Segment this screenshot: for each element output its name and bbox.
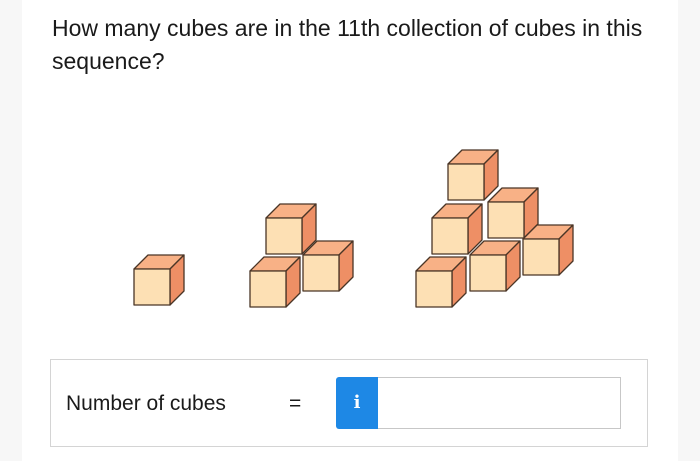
cube bbox=[431, 203, 483, 255]
cube bbox=[447, 149, 499, 201]
collection-3 bbox=[415, 149, 574, 308]
answer-box: Number of cubes = i bbox=[50, 359, 648, 447]
cube bbox=[469, 240, 521, 292]
equals-sign: = bbox=[289, 392, 302, 415]
answer-input[interactable] bbox=[378, 377, 621, 429]
cube bbox=[249, 256, 301, 308]
cube bbox=[487, 187, 539, 239]
collection-2 bbox=[249, 203, 354, 308]
info-icon[interactable]: i bbox=[336, 377, 378, 429]
cube bbox=[133, 254, 185, 306]
collection-1 bbox=[133, 254, 185, 306]
answer-label: Number of cubes bbox=[66, 392, 226, 415]
cube bbox=[415, 256, 467, 308]
question-text: How many cubes are in the 11th collectio… bbox=[52, 15, 643, 74]
cube bbox=[522, 224, 574, 276]
cube bbox=[265, 203, 317, 255]
cube bbox=[302, 240, 354, 292]
